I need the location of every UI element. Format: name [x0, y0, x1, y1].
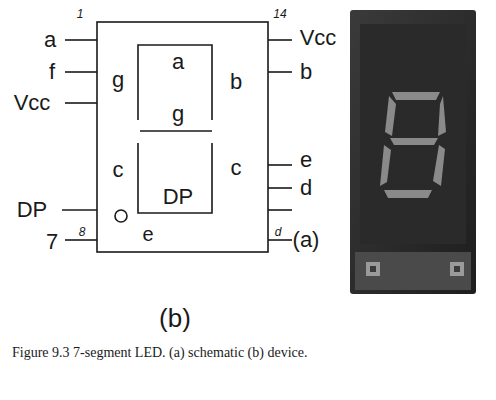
device-photo: [350, 10, 476, 294]
pin-number: 14: [273, 8, 286, 20]
pin-name: a: [44, 29, 56, 51]
package-outline: [62, 22, 292, 252]
pin-number: d: [275, 226, 282, 238]
segment-letter: g: [112, 69, 124, 91]
segment-letter: c: [231, 157, 242, 179]
pin-name: DP: [17, 199, 48, 221]
segment-letter: c: [113, 159, 124, 181]
pin-name: f: [49, 61, 55, 83]
pin-name: Vcc: [300, 27, 337, 49]
segment-letter: g: [172, 103, 184, 125]
segment-letter: DP: [163, 186, 194, 208]
pin-name: d: [300, 177, 312, 199]
segment-letter: b: [230, 71, 242, 93]
segment-letter: a: [172, 51, 184, 73]
pin-name: e: [300, 149, 312, 171]
pin-name: b: [300, 61, 312, 83]
segment-lines: [115, 45, 212, 222]
pin-name: (a): [293, 229, 320, 251]
segment-letter: e: [142, 224, 153, 244]
pin-name: Vcc: [14, 92, 51, 114]
figure-caption: Figure 9.3 7-segment LED. (a) schematic …: [12, 345, 307, 361]
panel-label: (b): [159, 305, 191, 331]
pin-number: 8: [79, 226, 86, 238]
pin-name: 7: [46, 231, 58, 253]
pin-number: 1: [77, 8, 84, 20]
